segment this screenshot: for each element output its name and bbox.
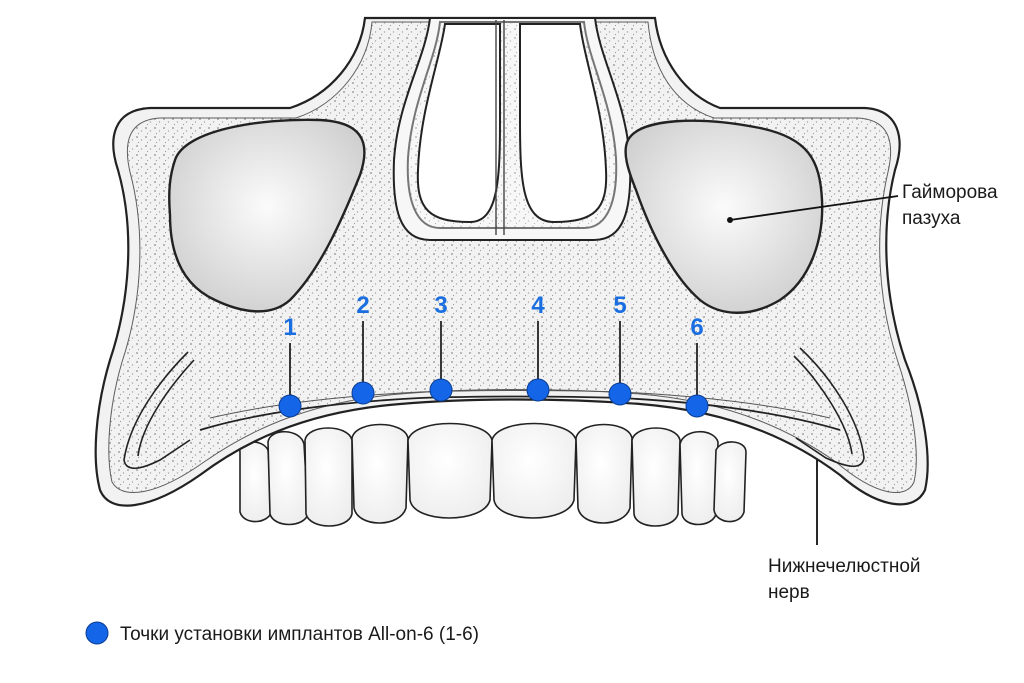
implant-point [278, 394, 302, 418]
left-nerve-canal [123, 351, 195, 470]
tooth [351, 423, 409, 524]
implant-number: 1 [283, 314, 296, 341]
legend-text: Точки установки имплантов All-on-6 (1-6) [120, 624, 479, 645]
implant-marker-1: 1 [278, 314, 302, 418]
right-sinus [624, 119, 824, 314]
implant-number: 4 [531, 292, 545, 319]
tooth [679, 430, 719, 526]
sinus-label-line2: пазуха [902, 208, 961, 229]
nerve-callout: Нижнечелюстной нерв [768, 460, 921, 603]
tooth [407, 422, 493, 519]
implant-markers: 1 2 3 4 5 6 [278, 292, 709, 418]
implant-marker-4: 4 [526, 292, 550, 402]
implant-marker-3: 3 [429, 292, 453, 402]
implant-marker-2: 2 [351, 292, 375, 405]
implant-number: 6 [690, 314, 703, 341]
sinus-callout-leader [729, 195, 899, 221]
implant-number: 5 [613, 292, 626, 319]
implant-point [608, 382, 632, 406]
tooth [239, 441, 273, 523]
teeth-row [239, 422, 747, 527]
tooth [631, 427, 681, 527]
left-sinus [168, 118, 366, 313]
nerve-label-line2: нерв [768, 582, 810, 603]
nasal-cavity [392, 17, 632, 241]
tooth [267, 430, 309, 526]
implant-number: 2 [356, 292, 369, 319]
implant-number: 3 [434, 292, 447, 319]
alveolar-crest-line [199, 395, 841, 431]
sinus-callout: Гайморова пазуха [727, 182, 998, 229]
implant-point [351, 381, 375, 405]
sinus-label-line1: Гайморова [902, 182, 998, 203]
implant-point [429, 378, 453, 402]
implant-marker-6: 6 [685, 314, 709, 418]
legend: Точки установки имплантов All-on-6 (1-6) [85, 621, 479, 645]
implant-point [685, 394, 709, 418]
right-nerve-canal [793, 347, 865, 468]
tooth [575, 423, 633, 524]
tooth [713, 441, 747, 523]
tooth [491, 422, 577, 519]
implant-marker-5: 5 [608, 292, 632, 406]
implant-point [526, 378, 550, 402]
alveolar-crest-line-inner [209, 390, 831, 419]
nerve-label-line1: Нижнечелюстной [768, 556, 921, 577]
tooth [304, 427, 353, 527]
legend-dot-icon [85, 621, 109, 645]
